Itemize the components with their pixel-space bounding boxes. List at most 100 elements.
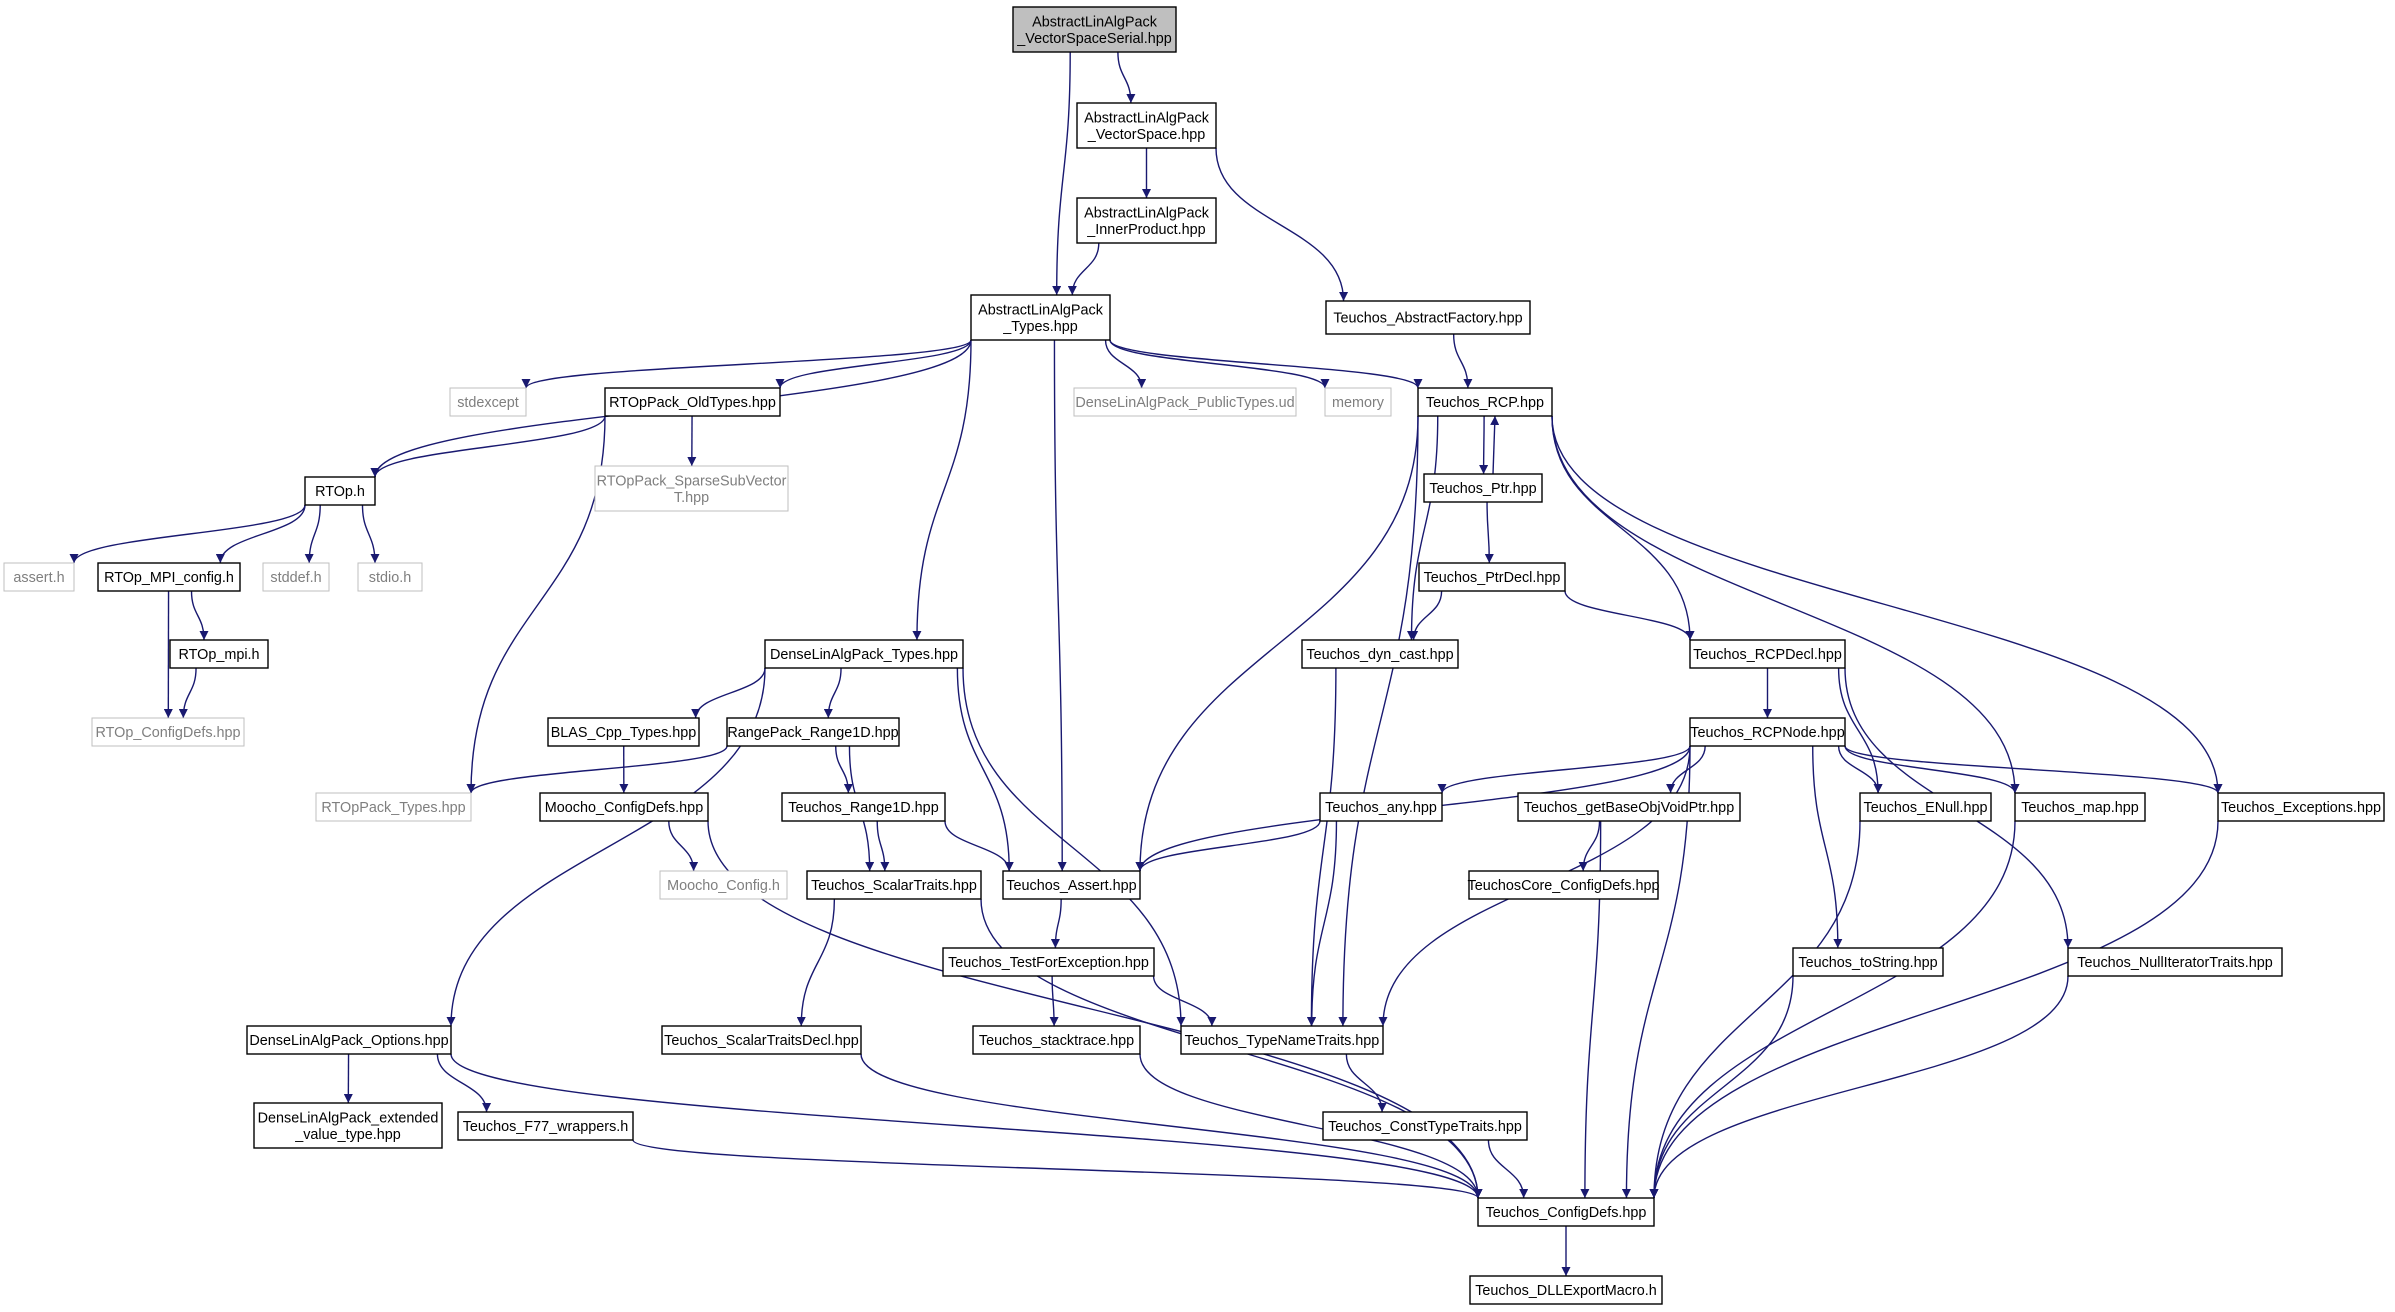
node-box — [1319, 792, 1443, 822]
node-box — [1012, 6, 1177, 53]
node-n1[interactable]: AbstractLinAlgPack_VectorSpace.hpp — [1076, 102, 1217, 149]
node-label: _InnerProduct.hpp — [1086, 222, 1205, 238]
node-box — [1322, 1111, 1528, 1141]
node-n45[interactable]: DenseLinAlgPack_extended_value_type.hpp — [253, 1102, 443, 1149]
node-n2[interactable]: AbstractLinAlgPack_InnerProduct.hpp — [1076, 197, 1217, 244]
node-n48[interactable]: Teuchos_ConfigDefs.hpp — [1477, 1197, 1655, 1227]
node-n47[interactable]: Teuchos_ConstTypeTraits.hpp — [1322, 1111, 1528, 1141]
node-label: DenseLinAlgPack_Types.hpp — [770, 647, 958, 663]
edge-n19-n24 — [823, 667, 842, 719]
node-n17[interactable]: Teuchos_PtrDecl.hpp — [1418, 562, 1566, 592]
node-label: Teuchos_getBaseObjVoidPtr.hpp — [1524, 800, 1734, 816]
node-n43[interactable]: Teuchos_stacktrace.hpp — [972, 1025, 1141, 1055]
edge-n40-n48 — [1649, 975, 2069, 1199]
edge-n36-n38 — [1050, 898, 1062, 949]
node-n24[interactable]: RangePack_Range1D.hpp — [726, 717, 900, 747]
node-n37[interactable]: TeuchosCore_ConfigDefs.hpp — [1468, 870, 1660, 900]
node-n3[interactable]: AbstractLinAlgPack_Types.hpp — [970, 294, 1111, 341]
edge-n12-n9 — [1490, 415, 1500, 475]
node-n35[interactable]: Teuchos_ScalarTraits.hpp — [806, 870, 982, 900]
node-box — [97, 562, 241, 592]
node-box — [315, 792, 472, 822]
edge-n41-n48 — [450, 1053, 1483, 1199]
node-n38[interactable]: Teuchos_TestForException.hpp — [942, 947, 1155, 977]
edge-n9-n21 — [1551, 415, 1695, 641]
node-label: AbstractLinAlgPack — [1084, 110, 1210, 126]
node-label: Teuchos_stacktrace.hpp — [979, 1033, 1134, 1049]
node-n28[interactable]: Teuchos_Range1D.hpp — [781, 792, 946, 822]
node-box — [91, 717, 245, 747]
edge-n25-n31 — [1837, 745, 1883, 794]
edge-n43-n48 — [1139, 1053, 1483, 1199]
edge-n24-n26 — [466, 745, 728, 794]
node-box — [1417, 387, 1553, 417]
node-box — [781, 792, 946, 822]
node-label: RTOp_ConfigDefs.hpp — [95, 725, 240, 741]
node-n21[interactable]: Teuchos_RCPDecl.hpp — [1689, 639, 1846, 669]
node-n9[interactable]: Teuchos_RCP.hpp — [1417, 387, 1553, 417]
node-n41[interactable]: DenseLinAlgPack_Options.hpp — [246, 1025, 452, 1055]
node-n19[interactable]: DenseLinAlgPack_Types.hpp — [764, 639, 964, 669]
node-label: AbstractLinAlgPack — [1084, 205, 1210, 221]
node-n20[interactable]: Teuchos_dyn_cast.hpp — [1301, 639, 1459, 669]
node-label: DenseLinAlgPack_PublicTypes.ud — [1075, 395, 1294, 411]
node-box — [246, 1025, 452, 1055]
edge-n25-n48 — [1621, 745, 1691, 1199]
node-box — [2014, 792, 2146, 822]
edge-n17-n21 — [1564, 590, 1695, 641]
node-label: Teuchos_ConfigDefs.hpp — [1486, 1205, 1647, 1221]
node-n49[interactable]: Teuchos_DLLExportMacro.h — [1469, 1275, 1663, 1305]
node-label: Teuchos_PtrDecl.hpp — [1424, 570, 1561, 586]
node-n40[interactable]: Teuchos_NullIteratorTraits.hpp — [2067, 947, 2283, 977]
node-n13: assert.h — [3, 562, 75, 592]
node-label: AbstractLinAlgPack — [1032, 14, 1158, 30]
node-n15: stddef.h — [262, 562, 330, 592]
node-box — [604, 387, 781, 417]
node-n14[interactable]: RTOp_MPI_config.h — [97, 562, 241, 592]
node-label: BLAS_Cpp_Types.hpp — [551, 725, 697, 741]
edge-n28-n36 — [944, 820, 1014, 872]
node-n30[interactable]: Teuchos_getBaseObjVoidPtr.hpp — [1517, 792, 1741, 822]
node-n31[interactable]: Teuchos_ENull.hpp — [1859, 792, 1992, 822]
node-label: Teuchos_dyn_cast.hpp — [1306, 647, 1453, 663]
edge-n35-n42 — [796, 898, 836, 1027]
node-n8: memory — [1324, 387, 1392, 417]
node-box — [1469, 1275, 1663, 1305]
node-n44[interactable]: Teuchos_TypeNameTraits.hpp — [1180, 1025, 1384, 1055]
edge-n25-n39 — [1812, 745, 1843, 949]
node-n36[interactable]: Teuchos_Assert.hpp — [1002, 870, 1141, 900]
edge-n24-n28 — [835, 745, 853, 794]
node-box — [449, 387, 527, 417]
node-n12[interactable]: Teuchos_Ptr.hpp — [1423, 473, 1543, 503]
node-n6[interactable]: RTOpPack_OldTypes.hpp — [604, 387, 781, 417]
node-n25[interactable]: Teuchos_RCPNode.hpp — [1689, 717, 1846, 747]
node-n32[interactable]: Teuchos_map.hpp — [2014, 792, 2146, 822]
node-label: Teuchos_ScalarTraits.hpp — [811, 878, 977, 894]
edge-n29-n44 — [1307, 820, 1338, 1027]
node-label: Teuchos_AbstractFactory.hpp — [1333, 311, 1522, 327]
node-n33[interactable]: Teuchos_Exceptions.hpp — [2217, 792, 2385, 822]
node-n39[interactable]: Teuchos_toString.hpp — [1792, 947, 1944, 977]
node-n0[interactable]: AbstractLinAlgPack_VectorSpaceSerial.hpp — [1012, 6, 1177, 53]
edge-n3-n36 — [1053, 339, 1067, 872]
node-n29[interactable]: Teuchos_any.hpp — [1319, 792, 1443, 822]
node-box — [262, 562, 330, 592]
node-label: AbstractLinAlgPack — [978, 302, 1104, 318]
edge-n41-n46 — [436, 1053, 492, 1113]
node-n16: stdio.h — [357, 562, 423, 592]
edge-n12-n17 — [1484, 501, 1494, 564]
node-box — [1076, 102, 1217, 149]
node-n10[interactable]: RTOp.h — [304, 476, 376, 506]
node-n42[interactable]: Teuchos_ScalarTraitsDecl.hpp — [661, 1025, 862, 1055]
node-n18[interactable]: RTOp_mpi.h — [169, 639, 269, 669]
edge-n3-n19 — [912, 339, 972, 641]
node-box — [1468, 870, 1659, 900]
edge-n9-n33 — [1551, 415, 2223, 794]
node-n23[interactable]: BLAS_Cpp_Types.hpp — [547, 717, 700, 747]
edge-n38-n44 — [1152, 975, 1217, 1027]
node-n27[interactable]: Moocho_ConfigDefs.hpp — [539, 792, 709, 822]
node-n26: RTOpPack_Types.hpp — [315, 792, 472, 822]
node-n46[interactable]: Teuchos_F77_wrappers.h — [457, 1111, 634, 1141]
node-n4[interactable]: Teuchos_AbstractFactory.hpp — [1325, 300, 1531, 335]
